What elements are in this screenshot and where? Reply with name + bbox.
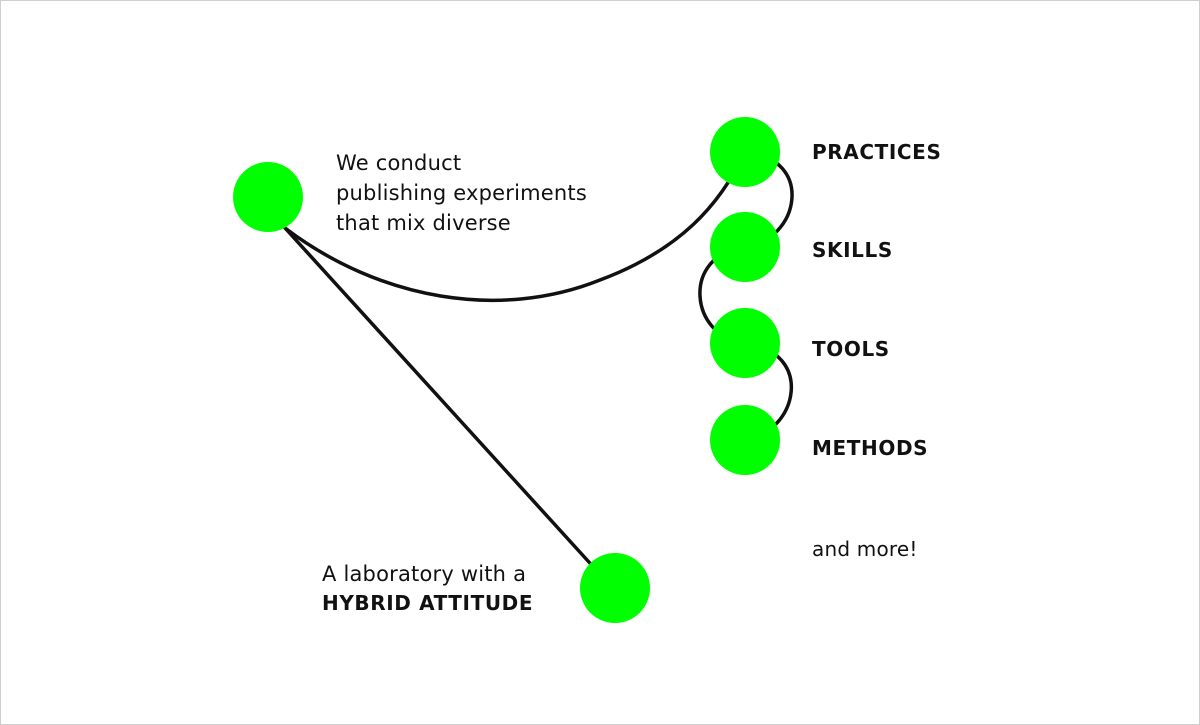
lab-line-2: HYBRID ATTITUDE xyxy=(322,591,534,615)
intro-line-2: publishing experiments xyxy=(336,181,587,205)
node-start xyxy=(233,162,303,232)
label-practices: PRACTICES xyxy=(812,140,942,164)
node-tools xyxy=(710,308,780,378)
and-more-text: and more! xyxy=(812,537,918,561)
label-methods: METHODS xyxy=(812,436,929,460)
intro-line-1: We conduct xyxy=(336,151,462,175)
label-tools: TOOLS xyxy=(812,337,890,361)
intro-text: We conduct publishing experiments that m… xyxy=(336,148,587,238)
label-skills: SKILLS xyxy=(812,238,893,262)
connector-start-to-practices xyxy=(283,150,747,302)
lab-line-1: A laboratory with a xyxy=(322,562,527,586)
connector-start-to-hybrid xyxy=(283,226,600,574)
node-hybrid xyxy=(580,553,650,623)
node-methods xyxy=(710,405,780,475)
lab-text: A laboratory with a HYBRID ATTITUDE xyxy=(322,560,533,618)
node-skills xyxy=(710,212,780,282)
node-practices xyxy=(710,117,780,187)
intro-line-3: that mix diverse xyxy=(336,211,511,235)
